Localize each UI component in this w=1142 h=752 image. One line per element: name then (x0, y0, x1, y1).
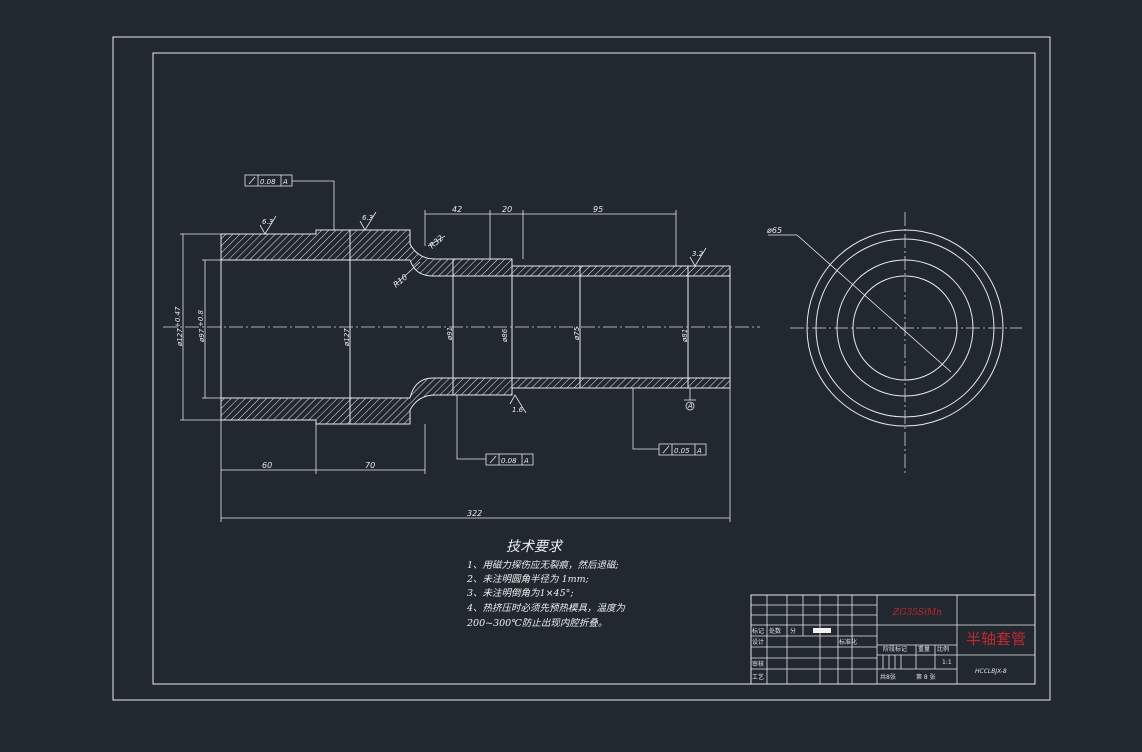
tb-standardize: 标准化 (839, 638, 857, 646)
dim-70: 70 (365, 461, 375, 470)
dim-r10: R10 (392, 273, 410, 290)
svg-text:0.05: 0.05 (674, 447, 690, 455)
end-view (768, 212, 1022, 473)
tb-material: ZG35SiMn (892, 608, 942, 618)
roughness-symbol-1: 6.3 (259, 215, 277, 235)
tolerance-frame-3: 0.05 A (632, 388, 707, 456)
tolerance-frame-1: 0.08 A (244, 174, 335, 230)
outer-border (112, 36, 1051, 701)
svg-text:A: A (282, 178, 288, 186)
dia-label-2: ø97 (198, 328, 206, 343)
tech-item-3: 3、未注明倒角为1×45°; (467, 587, 574, 599)
svg-text:6.3: 6.3 (262, 218, 273, 226)
svg-text:0.08: 0.08 (260, 178, 276, 186)
dia-label-1: ø127 (176, 328, 184, 347)
section-hatching (221, 230, 730, 424)
tech-item-2: 2、未注明圆角半径为 1mm; (466, 573, 589, 585)
tb-part-name: 半轴套管 (966, 630, 1026, 648)
roughness-symbol-2: 6.3 (359, 211, 377, 231)
roughness-symbol-3: 3.2 (689, 247, 707, 267)
dim-95: 95 (593, 205, 603, 214)
tolerance-frame-2: 0.08 A (456, 395, 534, 466)
top-dimensions (424, 210, 677, 266)
dia-label-1-tol: +0.47 (174, 306, 182, 328)
dia-label-6: ø75 (573, 326, 581, 341)
dim-r32: R32 (428, 234, 446, 251)
tb-sheet-no: 第 8 张 (916, 673, 936, 681)
svg-text:0.08: 0.08 (501, 457, 517, 465)
dia-label-7: ø81 (681, 329, 689, 343)
svg-text:A: A (523, 457, 529, 465)
tb-weight: 重量 (918, 645, 930, 653)
tech-title: 技术要求 (506, 539, 564, 555)
datum-symbol: A (684, 388, 696, 411)
inner-border (152, 52, 1036, 685)
tb-scale-value: 1:1 (942, 659, 952, 666)
dim-42: 42 (452, 205, 462, 214)
dia-label-5: ø86 (501, 328, 509, 343)
dim-end-dia: ø65 (766, 226, 782, 235)
tb-drawing-no: HCCLBJX-8 (975, 668, 1007, 675)
title-block (750, 594, 1036, 685)
tech-item-1: 1、用磁力探伤应无裂痕，然后退磁; (467, 559, 619, 571)
tb-review: 审核 (752, 660, 764, 668)
dia-label-2-tol: +0.8 (197, 309, 205, 327)
svg-text:A: A (687, 402, 693, 410)
dia-label-3: ø127 (343, 328, 351, 347)
tb-zone: 分 (790, 627, 796, 635)
dia-label-4: ø91 (446, 327, 454, 341)
bottom-dimensions (220, 388, 731, 522)
tb-design: 设计 (752, 638, 764, 646)
tech-item-4: 4、热挤压时必须先预热模具，温度为 (466, 602, 626, 614)
tb-sheets-total: 共8张 (880, 673, 896, 681)
svg-text:A: A (696, 447, 702, 455)
tech-requirements: 技术要求 1、用磁力探伤应无裂痕，然后退磁; 2、未注明圆角半径为 1mm; 3… (466, 539, 626, 629)
tb-count: 处数 (769, 627, 781, 635)
dim-20: 20 (502, 205, 512, 214)
roughness-symbol-4: 1.6 (509, 394, 527, 414)
tb-process: 工艺 (752, 673, 764, 681)
dim-60: 60 (262, 461, 272, 470)
tb-scale: 比例 (937, 645, 949, 653)
svg-text:6.3: 6.3 (362, 214, 373, 222)
svg-text:1.6: 1.6 (512, 406, 524, 414)
dim-322: 322 (467, 509, 482, 518)
svg-text:3.2: 3.2 (692, 250, 704, 258)
tb-mark: 标记 (752, 627, 764, 635)
tb-stage-mark: 阶段标记 (883, 645, 907, 653)
tech-item-5: 200~300℃防止出现内腔折叠。 (466, 618, 607, 629)
